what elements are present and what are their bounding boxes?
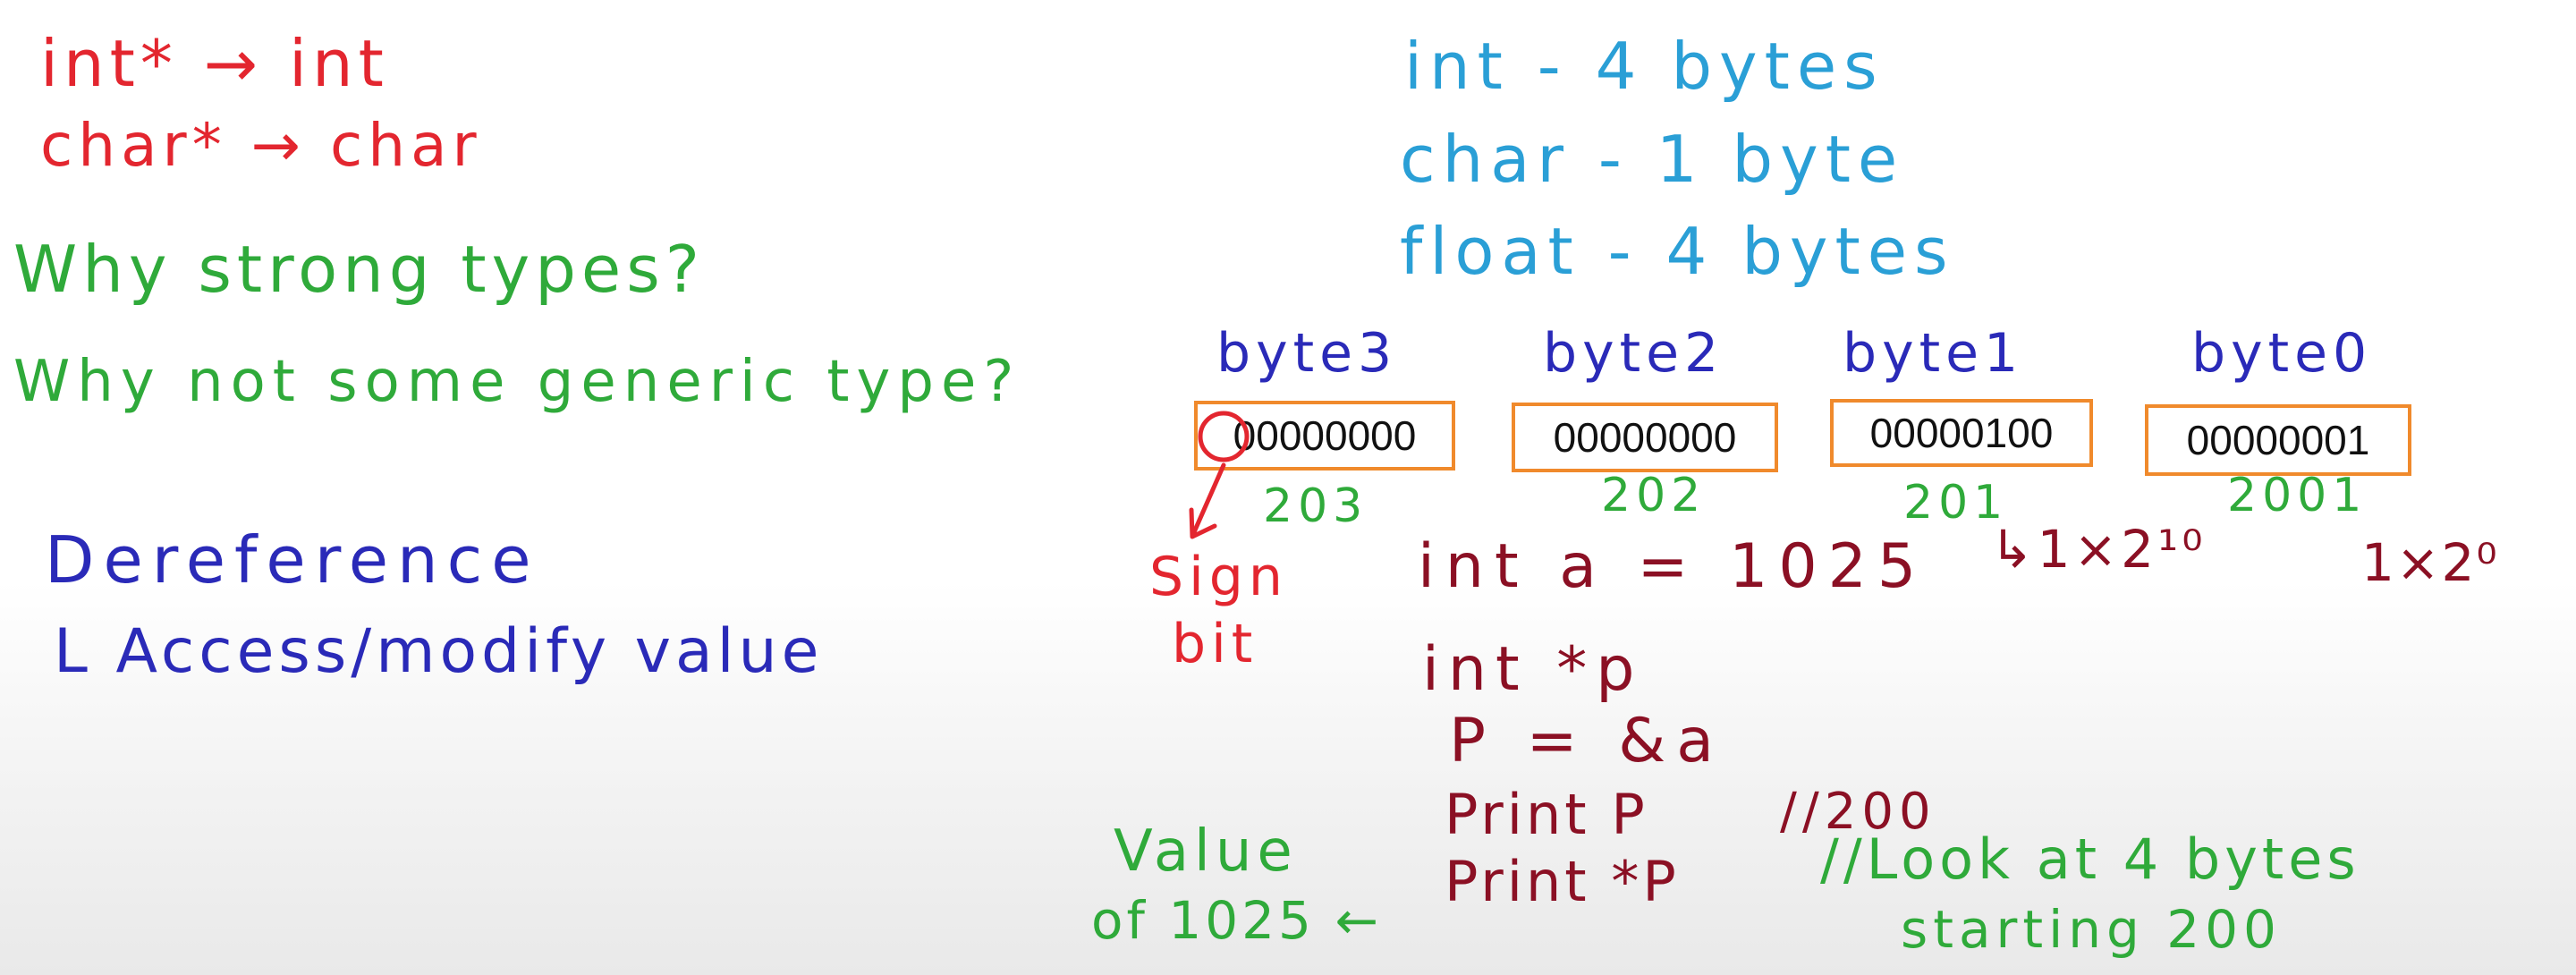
code-declaration: int a = 1025 [1418, 531, 1928, 602]
power-ten-note: ↳1×2¹⁰ [1990, 519, 2207, 580]
dereference-heading: Dereference [45, 522, 540, 598]
address-label: 202 [1601, 469, 1707, 522]
question-strong-types: Why strong types? [13, 232, 705, 307]
code-print-deref: Print *P [1445, 849, 1680, 914]
address-label: 203 [1263, 479, 1368, 533]
byte-label: byte1 [1843, 322, 2024, 385]
address-label: 2001 [2227, 469, 2368, 522]
question-generic-type: Why not some generic type? [13, 349, 1021, 415]
byte1-bits-box: 00000100 [1830, 399, 2093, 467]
code-print-p: Print P [1445, 782, 1648, 847]
size-float: float - 4 bytes [1400, 214, 1955, 289]
sign-bit-arrow [1191, 462, 1226, 535]
value-note: Value [1114, 818, 1298, 885]
pointer-int-line: int* → int [40, 26, 389, 101]
byte2-bits-box: 00000000 [1512, 403, 1778, 472]
sign-bit-circle [1198, 411, 1250, 462]
sign-bit-label: bit [1172, 613, 1258, 675]
size-int: int - 4 bytes [1404, 29, 1885, 104]
sign-bit-label: Sign [1149, 546, 1288, 608]
byte-label: byte2 [1543, 322, 1724, 385]
code-pointer-declaration: int *p [1422, 634, 1644, 705]
code-print-p-comment: //200 [1780, 783, 1936, 841]
comment-look-at-bytes: //Look at 4 bytes [1820, 827, 2360, 892]
size-char: char - 1 byte [1400, 122, 1905, 197]
pointer-char-line: char* → char [40, 111, 482, 180]
sign-bit-arrow-head [1189, 507, 1217, 539]
comment-starting-address: starting 200 [1901, 899, 2282, 960]
byte-label: byte0 [2191, 322, 2373, 385]
code-assignment: P = &a [1449, 706, 1724, 776]
access-modify-note: L Access/modify value [54, 616, 824, 687]
power-zero-note: 1×2⁰ [2361, 532, 2499, 593]
byte3-bits-box: 00000000 [1194, 401, 1455, 471]
address-label: 201 [1903, 476, 2009, 530]
byte-label: byte3 [1216, 322, 1398, 385]
byte0-bits-box: 00000001 [2145, 404, 2411, 476]
value-note: of 1025 ← [1091, 890, 1382, 951]
